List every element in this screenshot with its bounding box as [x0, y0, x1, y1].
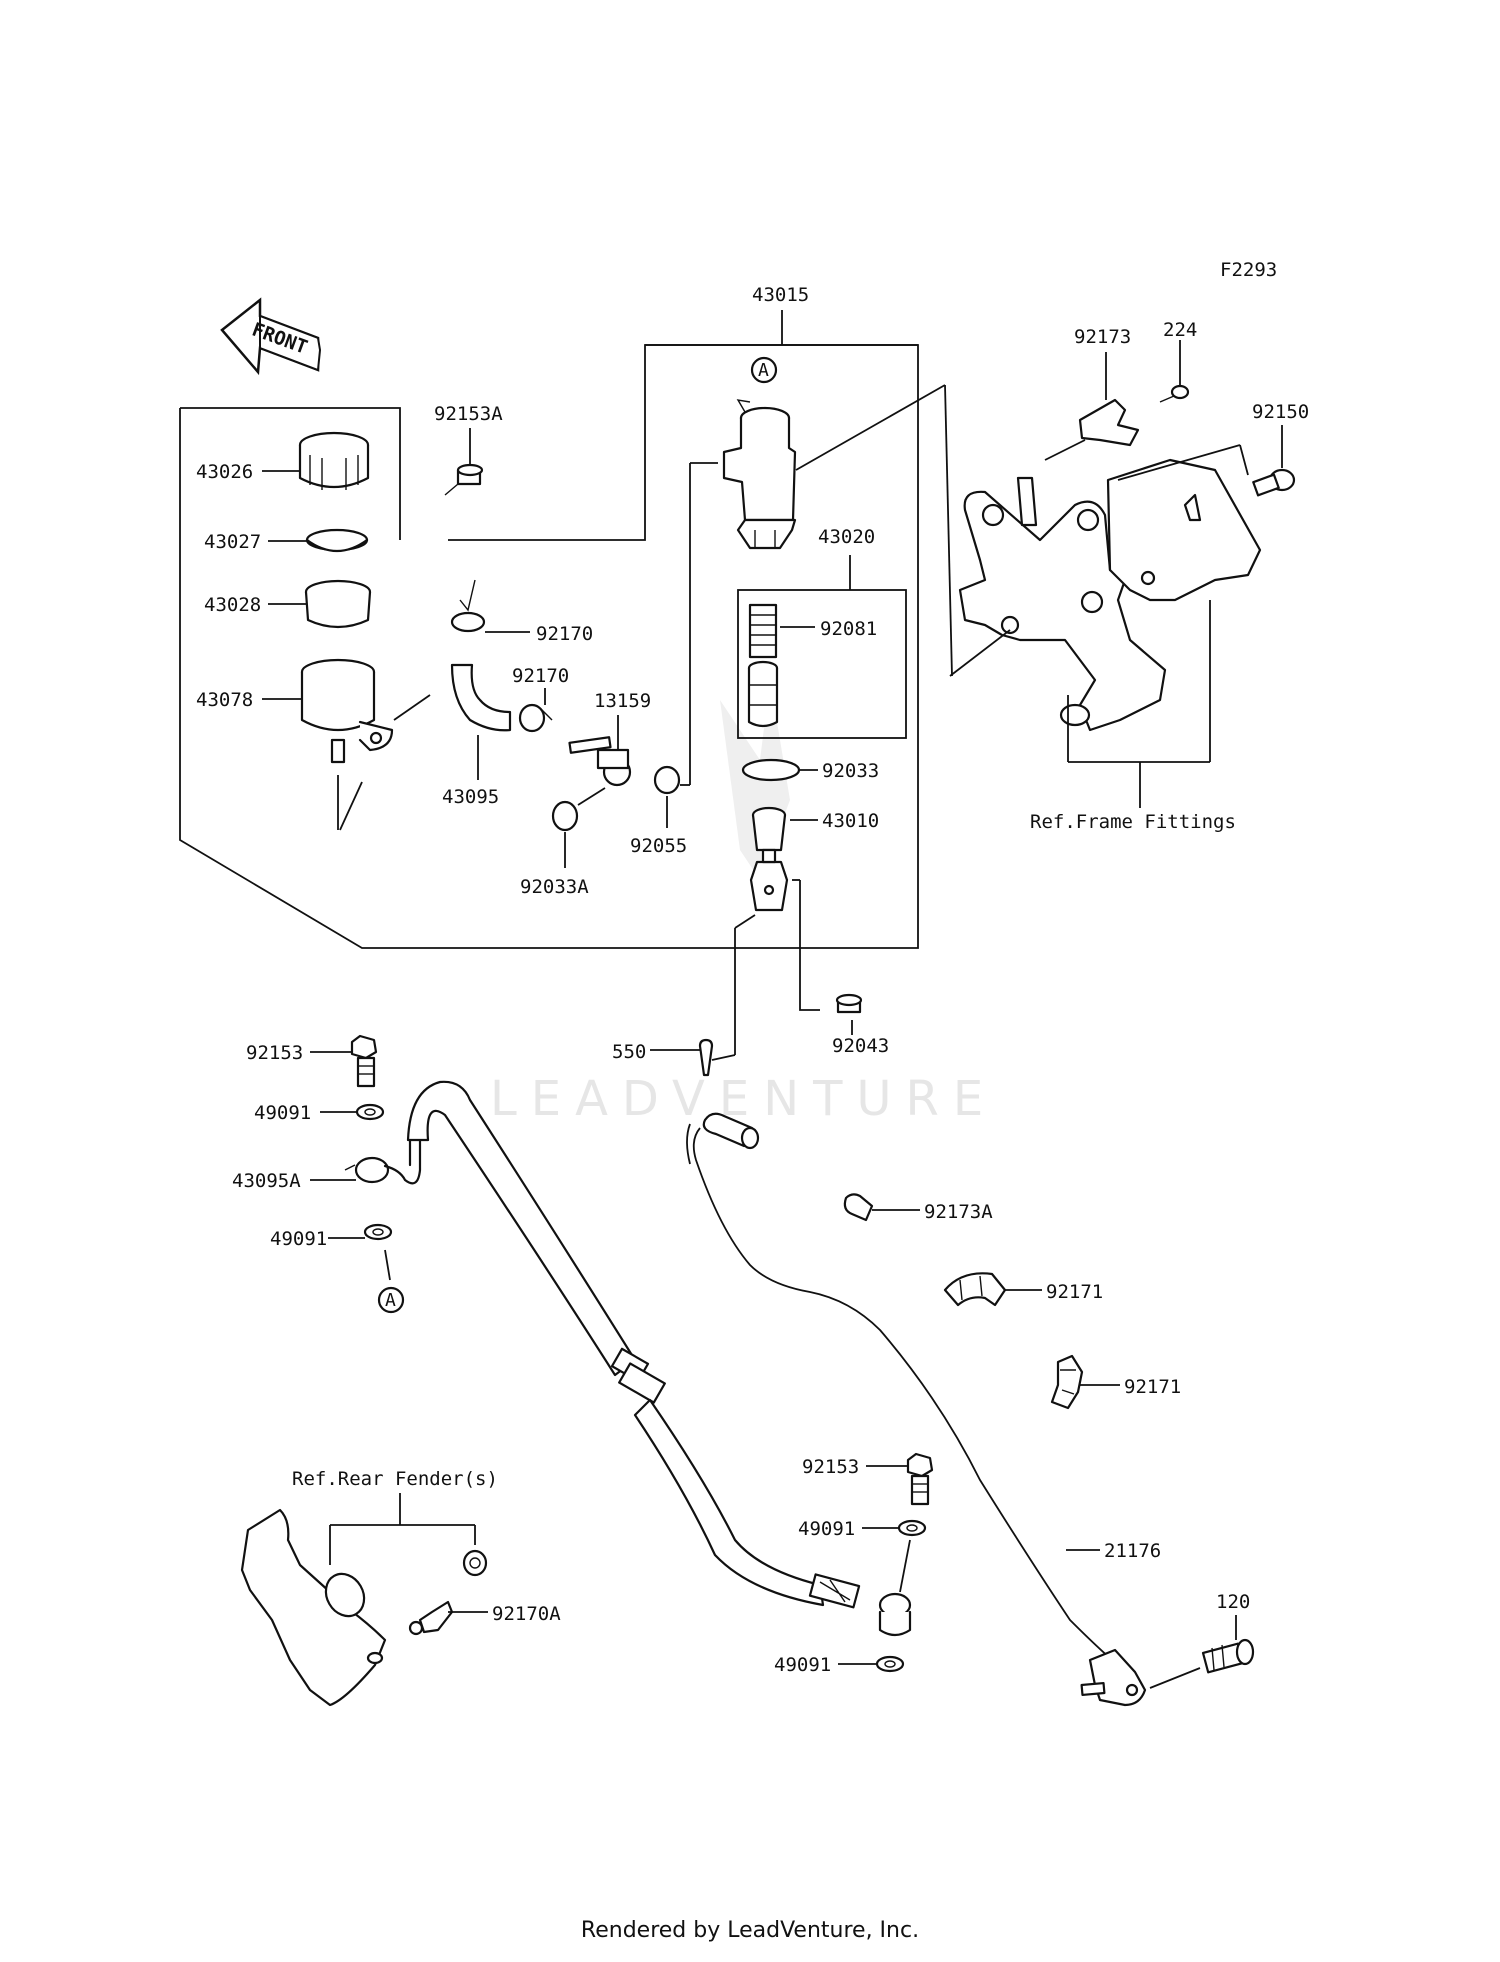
pin-92043[interactable] — [835, 993, 863, 1014]
label-49091-c: 49091 — [798, 1518, 855, 1540]
footer-credit: Rendered by LeadVenture, Inc. — [580, 1918, 920, 1943]
washer-49091-c[interactable] — [897, 1519, 927, 1537]
label-43020: 43020 — [818, 526, 875, 548]
brake-hose-upper[interactable] — [406, 1080, 666, 1404]
reservoir-cap[interactable] — [298, 431, 370, 490]
label-92153-lower: 92153 — [802, 1456, 859, 1478]
label-43026: 43026 — [196, 461, 253, 483]
cotter-pin-550[interactable] — [698, 1038, 714, 1077]
ref-rear-fenders: Ref.Rear Fender(s) — [292, 1468, 498, 1490]
label-92170-top: 92170 — [536, 623, 593, 645]
label-92171-b: 92171 — [1124, 1376, 1181, 1398]
label-92033: 92033 — [822, 760, 879, 782]
label-92173: 92173 — [1074, 326, 1131, 348]
label-43010: 43010 — [822, 810, 879, 832]
rear-fender-bracket[interactable] — [240, 1508, 387, 1707]
clamp-92170-lower[interactable] — [518, 703, 553, 733]
label-92055: 92055 — [630, 835, 687, 857]
banjo-bolt-92153-upper[interactable] — [350, 1034, 378, 1088]
label-43028: 43028 — [204, 594, 261, 616]
label-49091-b: 49091 — [270, 1228, 327, 1250]
assembly-43015-outline — [179, 310, 919, 949]
label-49091-a: 49091 — [254, 1102, 311, 1124]
label-92150: 92150 — [1252, 401, 1309, 423]
label-92081: 92081 — [820, 618, 877, 640]
label-92153-upper: 92153 — [246, 1042, 303, 1064]
hose-43095[interactable] — [450, 663, 512, 732]
clamp-92170-top[interactable] — [450, 579, 486, 633]
circlip-92033A[interactable] — [551, 800, 579, 832]
clamp-92170A[interactable] — [408, 1600, 454, 1636]
marker-a-top: A — [758, 360, 769, 381]
label-43027: 43027 — [204, 531, 261, 553]
banjo-fitting-43095A[interactable] — [344, 1136, 422, 1185]
fitting-13159[interactable] — [568, 736, 632, 787]
bolt-224[interactable] — [1159, 384, 1190, 403]
diaphragm-plate[interactable] — [305, 528, 369, 552]
kit-43020-box — [737, 589, 907, 739]
banjo-lower[interactable] — [878, 1592, 912, 1637]
label-92171-a: 92171 — [1046, 1281, 1103, 1303]
watermark-text: LEADVENTURE — [490, 1071, 997, 1127]
piston[interactable] — [747, 660, 779, 728]
o-ring-92055[interactable] — [653, 765, 681, 795]
bolt-120[interactable] — [1201, 1638, 1255, 1674]
master-cylinder-body[interactable]: A — [722, 356, 797, 550]
brake-hose-lower[interactable] — [633, 1398, 861, 1609]
label-92170A: 92170A — [492, 1603, 561, 1625]
push-rod-43010[interactable] — [749, 806, 789, 912]
label-21176: 21176 — [1104, 1540, 1161, 1562]
label-43095: 43095 — [442, 786, 499, 808]
screw-92153A[interactable] — [444, 463, 484, 496]
clamp-92171-a[interactable] — [943, 1272, 1007, 1307]
bracket-92173[interactable] — [1078, 398, 1140, 447]
label-92043: 92043 — [832, 1035, 889, 1057]
bolt-92150[interactable] — [1252, 468, 1296, 497]
label-92173A: 92173A — [924, 1201, 993, 1223]
label-92033A: 92033A — [520, 876, 589, 898]
label-43095A: 43095A — [232, 1170, 301, 1192]
frame-fitting-bracket[interactable] — [958, 458, 1262, 732]
diaphragm[interactable] — [304, 579, 372, 629]
ref-frame-fittings: Ref.Frame Fittings — [1030, 811, 1236, 833]
marker-a-bottom-label: A — [385, 1290, 396, 1311]
marker-a-bottom — [377, 1286, 405, 1314]
label-49091-d: 49091 — [774, 1654, 831, 1676]
nut-92170A[interactable] — [462, 1549, 488, 1577]
label-550: 550 — [612, 1041, 646, 1063]
reservoir-tank[interactable] — [300, 658, 394, 831]
label-43015: 43015 — [752, 284, 809, 306]
front-arrow-icon: FRONT — [220, 297, 322, 376]
washer-49091-a[interactable] — [355, 1103, 385, 1121]
washer-49091-d[interactable] — [875, 1655, 905, 1673]
spring-92081[interactable] — [748, 603, 778, 659]
label-92170-lower: 92170 — [512, 665, 569, 687]
washer-49091-b[interactable] — [363, 1223, 393, 1241]
label-224: 224 — [1163, 319, 1197, 341]
switch-cable-21176[interactable] — [686, 1112, 1147, 1707]
circlip-92033[interactable] — [741, 758, 801, 782]
label-43078: 43078 — [196, 689, 253, 711]
label-92153A: 92153A — [434, 403, 503, 425]
figure-code: F2293 — [1220, 259, 1277, 281]
label-13159: 13159 — [594, 690, 651, 712]
label-120: 120 — [1216, 1591, 1250, 1613]
clamp-92171-b[interactable] — [1050, 1354, 1084, 1410]
clip-92173A[interactable] — [843, 1193, 874, 1222]
watermark: LEADVENTURE — [490, 680, 997, 1127]
banjo-bolt-92153-lower[interactable] — [906, 1452, 934, 1506]
